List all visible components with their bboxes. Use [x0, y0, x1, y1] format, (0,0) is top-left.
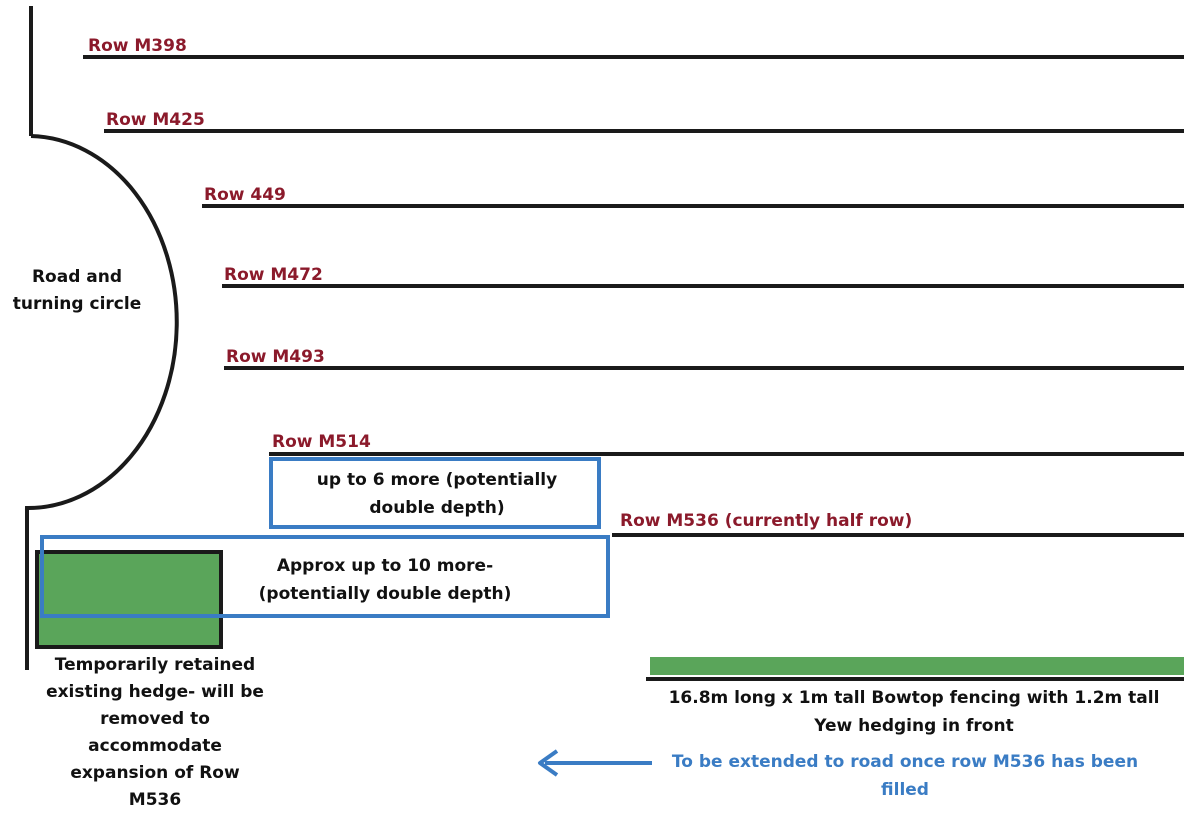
hedge-note-line-2: existing hedge- will be: [46, 682, 264, 702]
hedge-note: Temporarily retained existing hedge- wil…: [20, 652, 290, 814]
extension-note-line-2: filled: [881, 780, 929, 800]
row-label-m398: Row M398: [88, 36, 187, 56]
extension-note-line-1: To be extended to road once row M536 has…: [671, 752, 1139, 772]
expansion-large-line-2: (potentially double depth): [258, 584, 512, 604]
row-label-m425: Row M425: [106, 110, 205, 130]
hedge-note-line-6: M536: [128, 790, 182, 810]
row-label-m472: Row M472: [224, 265, 323, 285]
hedge-note-line-3: removed to: [100, 709, 210, 729]
fencing-note-line-1: 16.8m long x 1m tall Bowtop fencing with…: [668, 688, 1160, 708]
fencing-note-line-2: Yew hedging in front: [814, 716, 1014, 736]
expansion-box-large: [40, 535, 610, 618]
yew-hedging-strip: [650, 657, 1184, 675]
fencing-note: 16.8m long x 1m tall Bowtop fencing with…: [644, 684, 1184, 740]
turning-circle-arc: [24, 134, 179, 511]
expansion-small-text: up to 6 more (potentially double depth): [271, 466, 603, 522]
expansion-small-line-1: up to 6 more (potentially: [316, 470, 558, 490]
road-label-line-2: turning circle: [12, 294, 142, 314]
expansion-large-text: Approx up to 10 more- (potentially doubl…: [215, 552, 555, 608]
row-label-m514: Row M514: [272, 432, 371, 452]
row-label-449: Row 449: [204, 185, 286, 205]
hedge-note-line-5: expansion of Row: [70, 763, 240, 783]
expansion-large-line-1: Approx up to 10 more-: [276, 556, 494, 576]
existing-hedge: [35, 550, 223, 649]
road-label-line-1: Road and: [31, 267, 123, 287]
row-label-m536: Row M536 (currently half row): [620, 511, 913, 531]
extension-note: To be extended to road once row M536 has…: [652, 748, 1158, 804]
hedge-note-line-1: Temporarily retained: [54, 655, 256, 675]
arrow-left-icon: [538, 749, 652, 777]
expansion-small-line-2: double depth): [369, 498, 505, 518]
row-label-m493: Row M493: [226, 347, 325, 367]
expansion-box-small: [269, 457, 601, 529]
road-turning-circle-label: Road and turning circle: [4, 264, 150, 318]
hedge-note-line-4: accommodate: [88, 736, 222, 756]
